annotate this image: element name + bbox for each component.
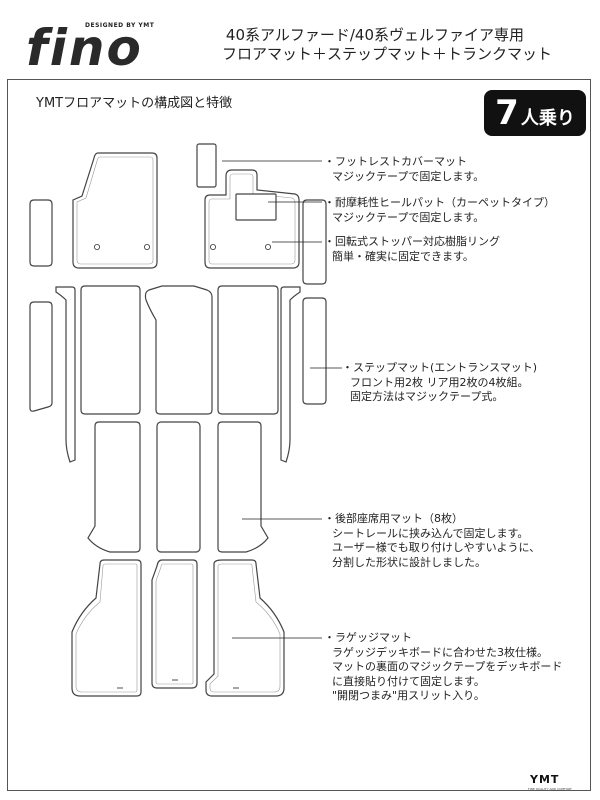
- luggage-mat-right-inner: [209, 563, 281, 693]
- seat-count-suffix: 人乗り: [520, 108, 575, 129]
- callout-ring-line-1: 簡単・確実に固定できます。: [332, 249, 474, 263]
- callout-footrest-head: ・フットレストカバーマット: [324, 155, 467, 168]
- callout-luggage: ・ラゲッジマット ラゲッジデッキボードに合わせた3枚仕様。 マットの裏面のマジッ…: [324, 631, 562, 704]
- callout-rear-seat-line-1: シートレールに挟み込んで固定します。: [332, 526, 529, 540]
- fino-logo: fino: [26, 19, 143, 77]
- callout-step-mat-line-1: フロント用2枚 リア用2枚の4枚組。: [350, 375, 529, 389]
- callout-luggage-line-3: に直接貼り付けて固定します。: [332, 674, 485, 688]
- rear-step-mat-right: [302, 297, 327, 405]
- footrest-cover-mat: [196, 143, 217, 188]
- luggage-mat-right: [205, 559, 285, 697]
- driver-floor-mat-inner: [76, 156, 154, 265]
- ymt-tagline: FINE QUALITY AND COMFORT: [528, 787, 572, 791]
- rear-step-mat-left: [29, 301, 53, 412]
- callout-rear-seat: ・後部座席用マット（8枚） シートレールに挟み込んで固定します。 ユーザー様でも…: [324, 512, 540, 570]
- second-row-mat-right: [217, 285, 279, 415]
- callout-luggage-line-4: "開閉つまみ"用スリット入り。: [332, 689, 485, 702]
- callout-luggage-line-1: ラゲッジデッキボードに合わせた3枚仕様。: [332, 645, 548, 659]
- callout-ring: ・回転式ストッパー対応樹脂リング 簡単・確実に固定できます。: [324, 235, 500, 264]
- callout-heel-pad: ・耐摩耗性ヒールパット（カーペットタイプ） マジックテープで固定します。: [324, 196, 555, 225]
- callout-step-mat-line-2: 固定方法はマジックテープ式。: [350, 390, 504, 403]
- callout-rear-seat-head: ・後部座席用マット（8枚）: [324, 512, 463, 525]
- callout-rear-seat-line-2: ユーザー様でも取り付けしやすいように、: [332, 541, 541, 554]
- rear-side-strip-left: [55, 286, 76, 463]
- passenger-mat-ring-left: [209, 243, 216, 250]
- callout-footrest: ・フットレストカバーマット マジックテープで固定します。: [324, 155, 484, 184]
- callout-rear-seat-line-3: 分割した形状に設計しました。: [332, 555, 486, 569]
- seat-count-number: 7: [495, 93, 519, 133]
- driver-mat-ring-right: [143, 243, 150, 250]
- title-line-2: フロアマット＋ステップマット＋トランクマット: [221, 45, 552, 63]
- callout-footrest-line-1: マジックテープで固定します。: [332, 169, 485, 183]
- rear-side-strip-right: [280, 286, 301, 463]
- third-row-mat-center: [156, 421, 201, 553]
- third-row-mat-left: [87, 421, 141, 553]
- front-step-mat-left: [29, 199, 53, 267]
- luggage-mat-center-inner: [155, 563, 194, 685]
- third-row-mat-right: [217, 421, 269, 553]
- section-subtitle: YMTフロアマットの構成図と特徴: [36, 96, 233, 111]
- logo-designed-by: DESIGNED BY YMT: [85, 22, 155, 29]
- second-row-mat-left: [80, 285, 141, 415]
- header: fino DESIGNED BY YMT 40系アルファード/40系ヴェルファイ…: [0, 0, 600, 77]
- passenger-mat-ring-right: [264, 243, 271, 250]
- driver-mat-ring-left: [94, 243, 101, 250]
- heel-pad: [235, 193, 277, 221]
- title-line-1: 40系アルファード/40系ヴェルファイア専用: [225, 26, 524, 44]
- seat-count-badge: 7 人乗り: [484, 90, 586, 136]
- callout-step-mat-head: ・ステップマット(エントランスマット): [342, 361, 538, 374]
- luggage-mat-center: [151, 559, 198, 689]
- callout-heel-pad-line-1: マジックテープで固定します。: [332, 210, 485, 224]
- callout-luggage-head: ・ラゲッジマット: [324, 631, 412, 644]
- luggage-mat-left: [71, 559, 142, 697]
- ymt-logo: YMT: [530, 773, 560, 786]
- content-frame: [7, 79, 591, 791]
- callout-step-mat: ・ステップマット(エントランスマット) フロント用2枚 リア用2枚の4枚組。 固…: [342, 361, 537, 405]
- second-row-mat-center: [144, 285, 213, 415]
- driver-floor-mat: [72, 152, 158, 269]
- callout-luggage-line-2: マットの裏面のマジックテープをデッキボード: [332, 660, 563, 673]
- passenger-floor-mat-inner: [208, 173, 296, 265]
- callout-ring-head: ・回転式ストッパー対応樹脂リング: [324, 235, 500, 248]
- callout-heel-pad-head: ・耐摩耗性ヒールパット（カーペットタイプ）: [324, 196, 555, 209]
- luggage-mat-left-inner: [75, 563, 138, 693]
